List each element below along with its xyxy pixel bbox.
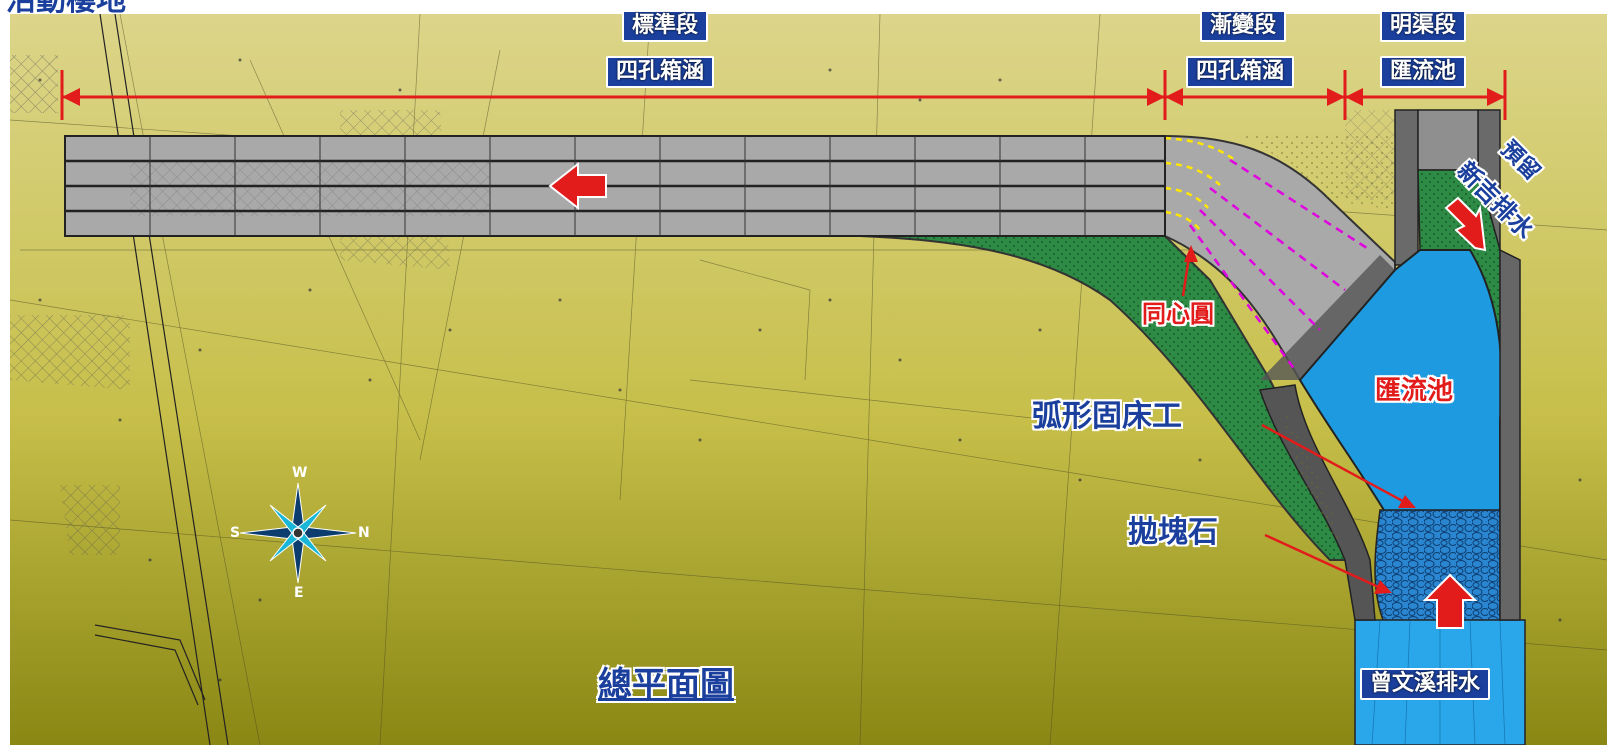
- plan-title: 總平面圖: [598, 665, 734, 705]
- green-embankment: [859, 235, 1362, 561]
- segment-open-channel-name: 明渠段: [1380, 10, 1467, 42]
- flow-arrow-down-icon: [1444, 196, 1487, 252]
- zengwen-label: 曾文溪排水: [1360, 668, 1491, 700]
- arc-bed-label: 弧形固床工: [1032, 399, 1182, 434]
- flow-arrow-left-icon: [548, 161, 607, 211]
- concentric-label: 同心圓: [1142, 300, 1214, 328]
- segment-transition-sub: 四孔箱涵: [1186, 56, 1295, 88]
- standard-culvert: [64, 135, 1166, 237]
- compass-w: W: [292, 465, 308, 481]
- compass-e: E: [294, 585, 304, 601]
- compass-n: N: [358, 525, 370, 541]
- riprap-label: 拋塊石: [1128, 515, 1218, 550]
- segment-standard-name: 標準段: [622, 10, 709, 42]
- segment-standard-sub: 四孔箱涵: [606, 56, 715, 88]
- segment-open-channel-sub: 匯流池: [1380, 56, 1467, 88]
- flow-arrow-up-icon: [1422, 573, 1478, 629]
- header-title: 活動樓地: [6, 0, 126, 18]
- compass-s: S: [230, 525, 241, 541]
- compass-rose-icon: [239, 482, 357, 584]
- pool-label: 匯流池: [1375, 376, 1454, 406]
- segment-transition-name: 漸變段: [1200, 10, 1287, 42]
